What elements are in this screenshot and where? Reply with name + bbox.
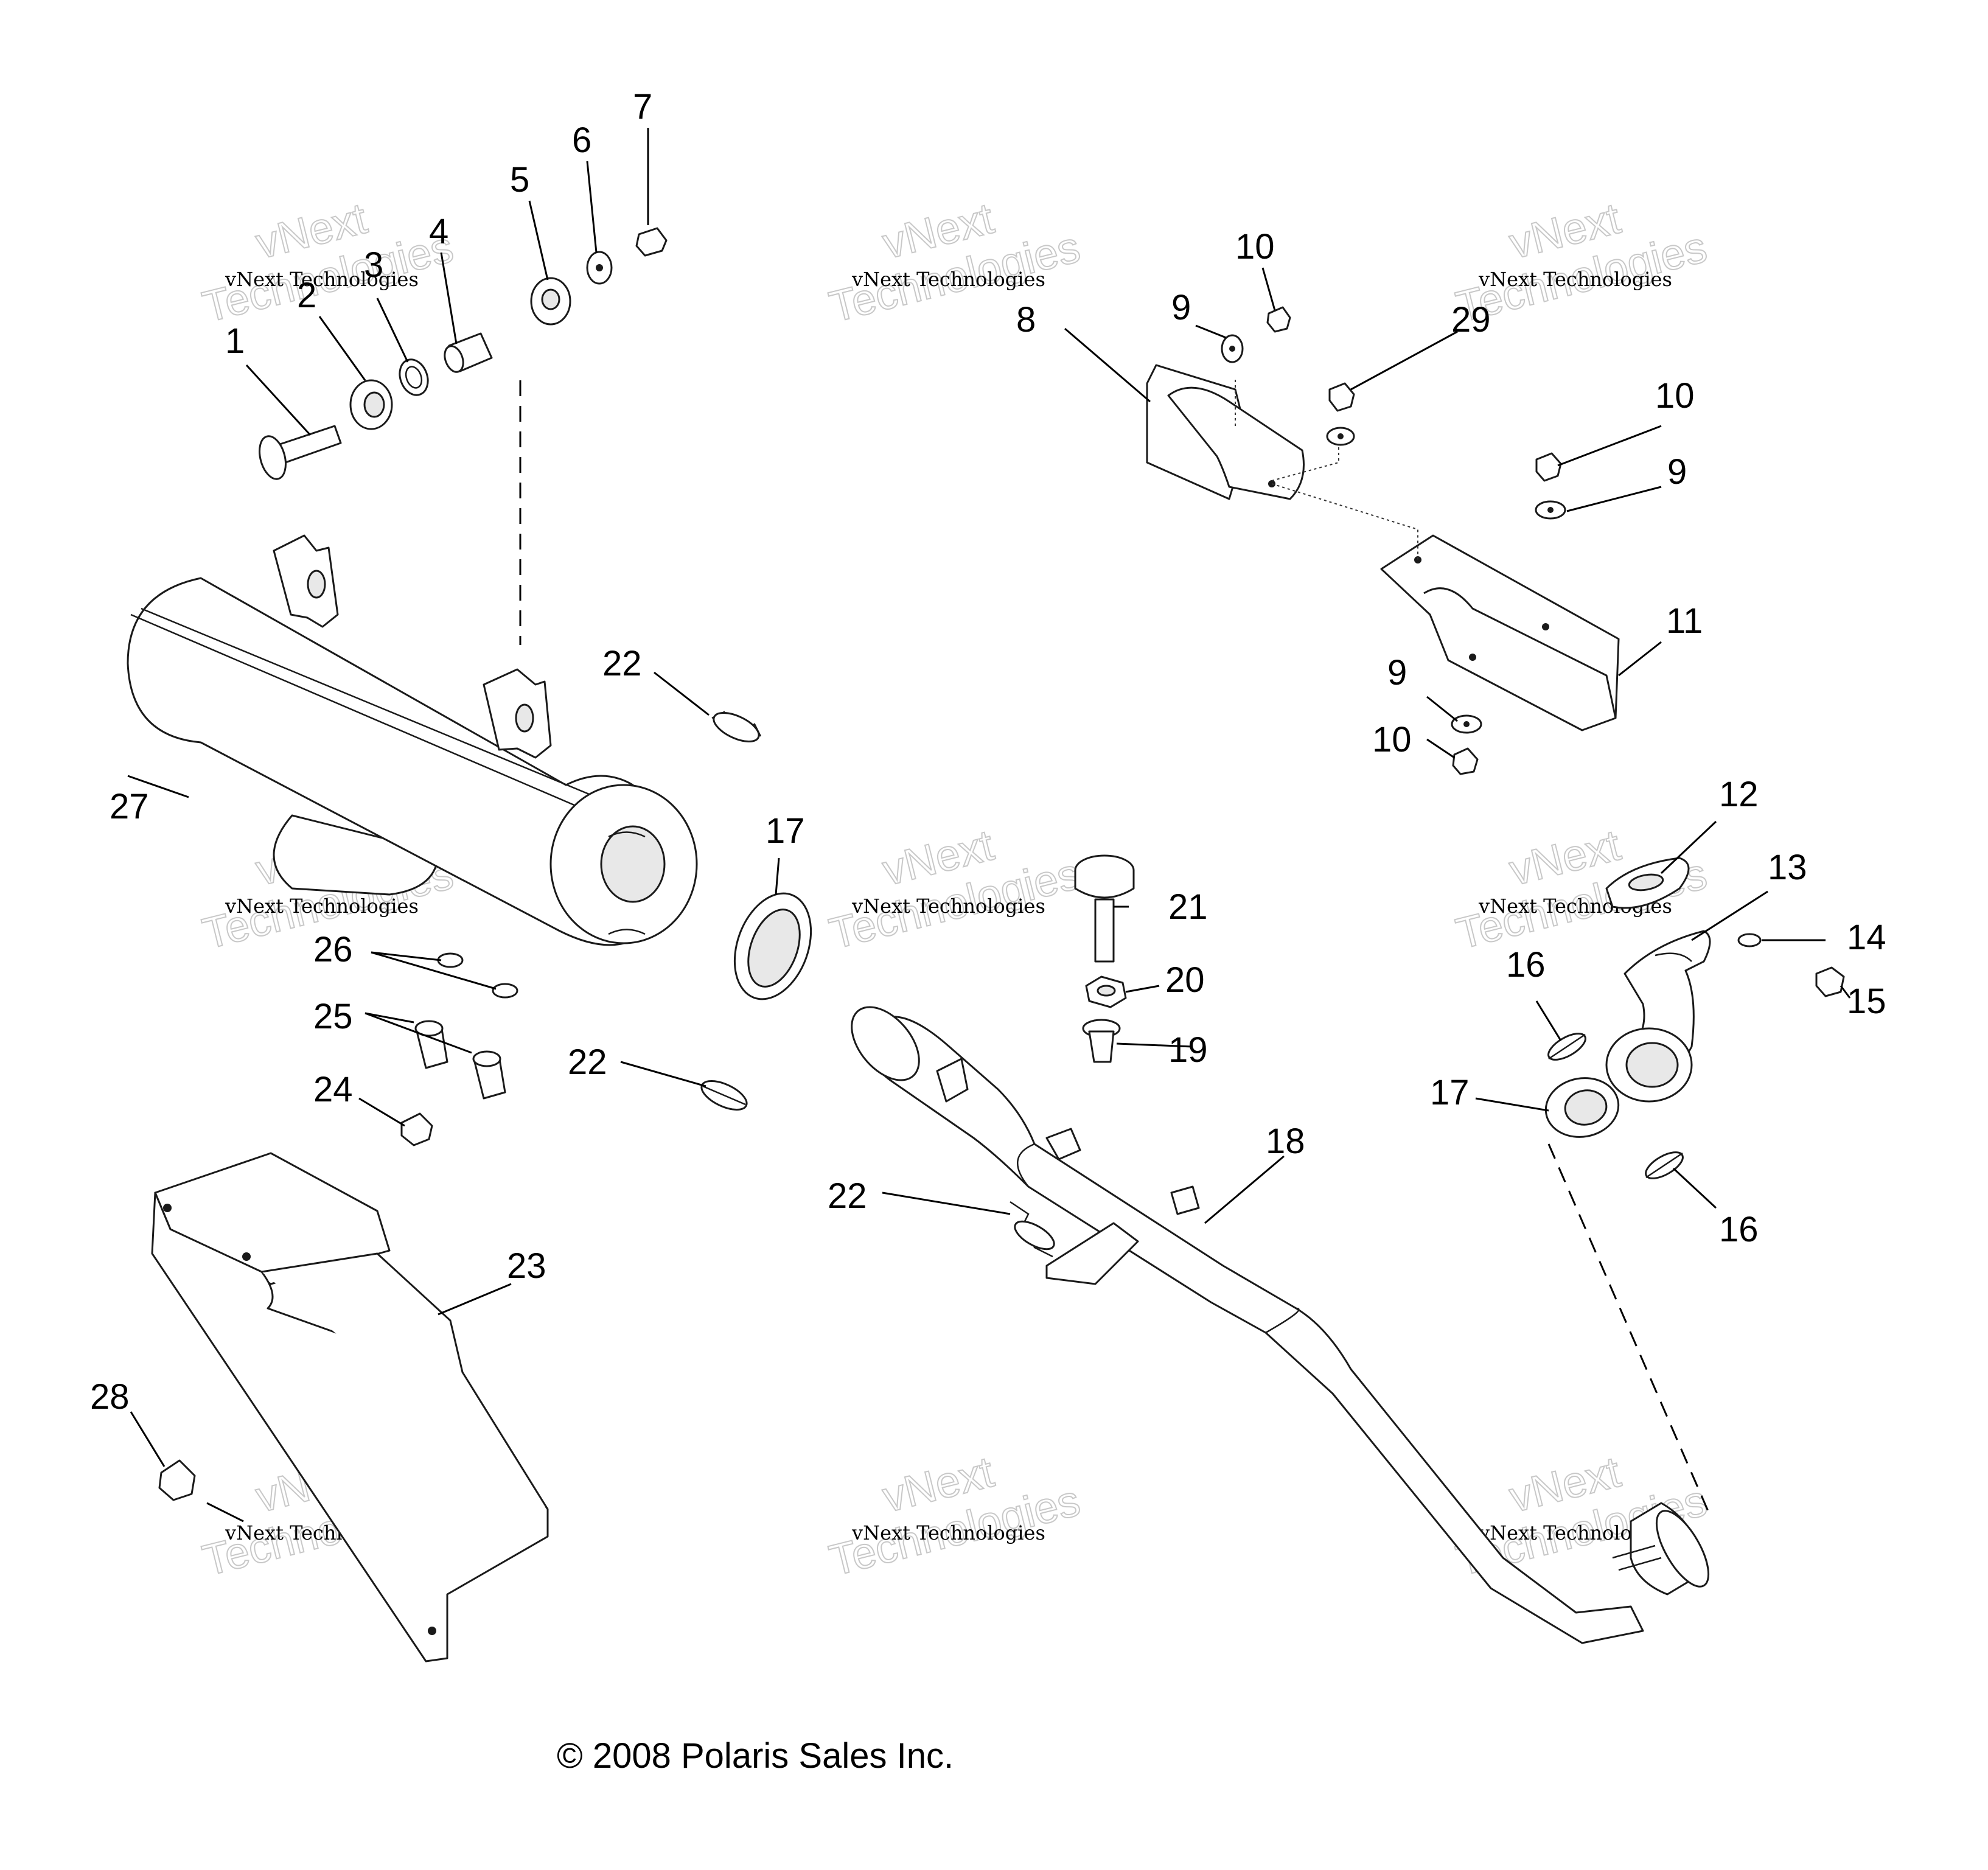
callout-10: 10 <box>1372 720 1412 759</box>
watermark-text: vNext Technologies <box>851 268 1045 291</box>
callout-15: 15 <box>1847 982 1886 1021</box>
part-22-spring <box>700 1080 748 1111</box>
part-21-bumper <box>1074 854 1135 963</box>
part-22-spring <box>711 711 762 742</box>
callout-1: 1 <box>225 321 245 361</box>
callout-21: 21 <box>1168 887 1208 927</box>
callout-24: 24 <box>313 1070 353 1109</box>
part-5-grommet <box>530 277 571 326</box>
callout-6: 6 <box>572 120 591 160</box>
part-10-bolt <box>1535 452 1562 482</box>
part-9-washer <box>1535 500 1566 520</box>
part-17-gasket <box>733 892 812 1000</box>
callout-22: 22 <box>828 1176 867 1216</box>
watermark: vNext Technologies vNext Technologies <box>824 194 1085 332</box>
callout-3: 3 <box>364 245 383 285</box>
callout-17: 17 <box>1430 1073 1470 1112</box>
part-13-exhaust-elbow <box>1605 930 1711 1103</box>
watermark-text: vNext Technologies <box>1478 268 1672 291</box>
part-8-bracket <box>1146 364 1305 500</box>
callout-5: 5 <box>510 160 529 200</box>
part-2-grommet <box>349 379 393 430</box>
callout-labels: 1 2 3 4 5 6 7 8 9 10 29 10 9 11 9 10 12 … <box>90 87 1886 1417</box>
watermark-text: vNext Technologies <box>851 1521 1045 1544</box>
part-12-gasket <box>1605 857 1690 909</box>
callout-27: 27 <box>110 787 149 826</box>
leader-28-dashed <box>206 1502 244 1523</box>
assembly-line <box>1547 1143 1711 1516</box>
part-16-spring <box>1645 1151 1684 1179</box>
part-29-bolt <box>1328 382 1355 412</box>
callout-12: 12 <box>1719 775 1759 814</box>
watermark: vNext Technologies vNext Technologies <box>197 194 458 332</box>
part-9-washer <box>1221 334 1244 363</box>
callout-23: 23 <box>507 1246 546 1286</box>
part-16-spring <box>1547 1033 1586 1061</box>
callout-4: 4 <box>429 212 448 251</box>
part-28-bolt <box>158 1459 196 1501</box>
callout-13: 13 <box>1768 848 1807 887</box>
part-26-washer <box>437 952 518 999</box>
copyright-notice: © 2008 Polaris Sales Inc. <box>557 1736 954 1776</box>
callout-11: 11 <box>1666 601 1703 641</box>
watermark: vNext Technologies vNext Technologies <box>824 820 1085 959</box>
leader-lines <box>127 128 1851 1467</box>
part-3-ring <box>399 358 429 396</box>
part-20-nut <box>1085 975 1127 1008</box>
callout-19: 19 <box>1168 1030 1208 1070</box>
callout-22: 22 <box>568 1042 607 1082</box>
part-1-bolt <box>259 425 342 480</box>
callout-8: 8 <box>1016 300 1036 340</box>
part-10-bolt <box>1452 747 1479 775</box>
part-11-bracket <box>1380 534 1620 731</box>
callout-18: 18 <box>1266 1122 1305 1161</box>
watermark-text: vNext Technologies <box>225 268 419 291</box>
part-14-washer <box>1737 933 1762 947</box>
part-25-nut <box>414 1020 448 1069</box>
callout-28: 28 <box>90 1377 130 1417</box>
callout-22: 22 <box>602 644 642 683</box>
assembly-line <box>1271 483 1418 560</box>
callout-26: 26 <box>313 930 353 969</box>
part-22-spring <box>1010 1201 1055 1258</box>
part-10-bolt <box>1266 306 1291 333</box>
callout-9: 9 <box>1667 452 1687 492</box>
assembly-line <box>1271 438 1339 481</box>
watermark-text: vNext Technologies <box>225 895 419 918</box>
callout-29: 29 <box>1451 300 1491 340</box>
part-17-gasket <box>1544 1077 1620 1138</box>
part-23-heat-shield <box>151 1152 549 1662</box>
part-9-washer <box>1326 427 1355 446</box>
part-19-nut <box>1082 1019 1121 1063</box>
callout-20: 20 <box>1165 960 1205 1000</box>
watermark: vNext Technologies vNext Technologies <box>824 1447 1085 1586</box>
part-24-bolt <box>400 1112 433 1146</box>
part-4-sleeve <box>444 332 493 373</box>
callout-25: 25 <box>313 997 353 1036</box>
callout-10: 10 <box>1235 227 1275 267</box>
callout-9: 9 <box>1387 653 1407 693</box>
part-6-washer <box>586 251 613 285</box>
part-7-nut <box>635 227 668 257</box>
part-9-washer <box>1451 714 1482 734</box>
callout-10: 10 <box>1655 376 1695 416</box>
watermark-text: vNext Technologies <box>851 895 1045 918</box>
callout-9: 9 <box>1171 288 1191 327</box>
callout-2: 2 <box>297 276 316 315</box>
callout-16: 16 <box>1506 945 1546 985</box>
part-27-muffler <box>127 534 698 946</box>
part-15-nut <box>1815 966 1845 997</box>
callout-17: 17 <box>766 811 805 851</box>
part-25-nut <box>472 1050 506 1100</box>
callout-16: 16 <box>1719 1210 1759 1249</box>
part-18-head-pipe <box>851 1006 1710 1644</box>
callout-14: 14 <box>1847 918 1886 957</box>
callout-7: 7 <box>633 87 652 127</box>
